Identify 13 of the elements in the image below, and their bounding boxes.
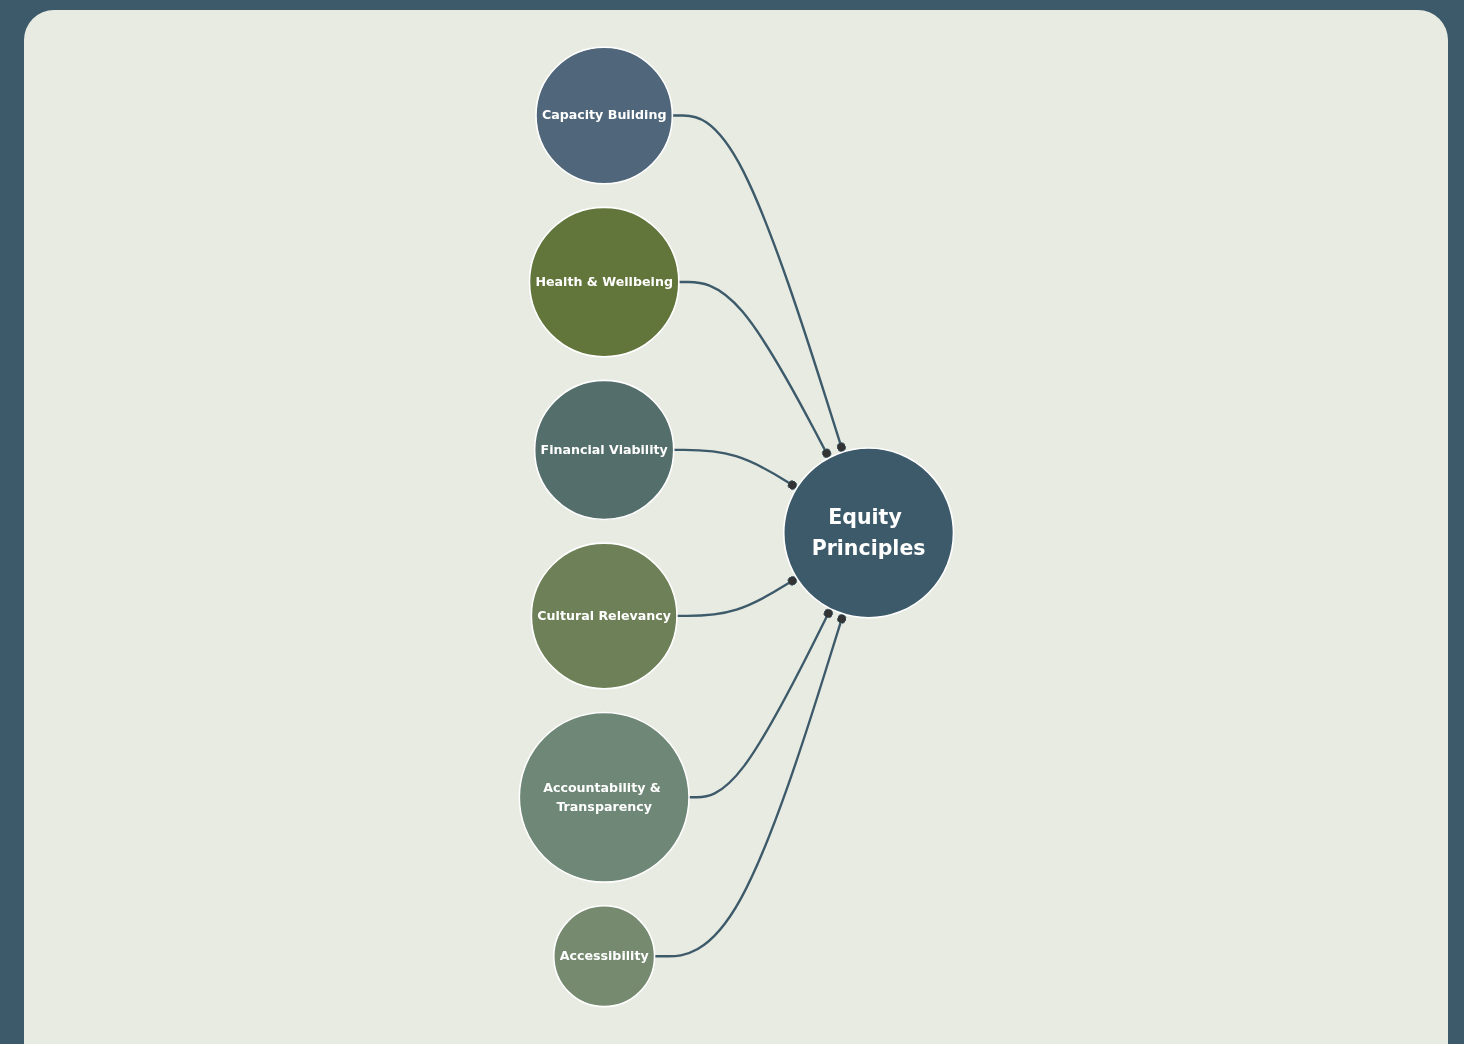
node-circle: Financial Viability — [533, 379, 675, 521]
node-circle: Cultural Relevancy — [530, 542, 678, 690]
connector — [654, 613, 847, 958]
connector — [676, 576, 797, 618]
node-circle: Accessibility — [552, 905, 655, 1008]
node-circle: Equity Principles — [782, 447, 954, 619]
node-circle: Accountability & Transparency — [518, 711, 690, 883]
connector — [673, 448, 797, 490]
connector — [678, 280, 831, 459]
connector — [688, 608, 833, 799]
connector — [671, 114, 846, 453]
node-circle: Capacity Building — [534, 46, 673, 185]
node-circle: Health & Wellbeing — [528, 206, 680, 358]
